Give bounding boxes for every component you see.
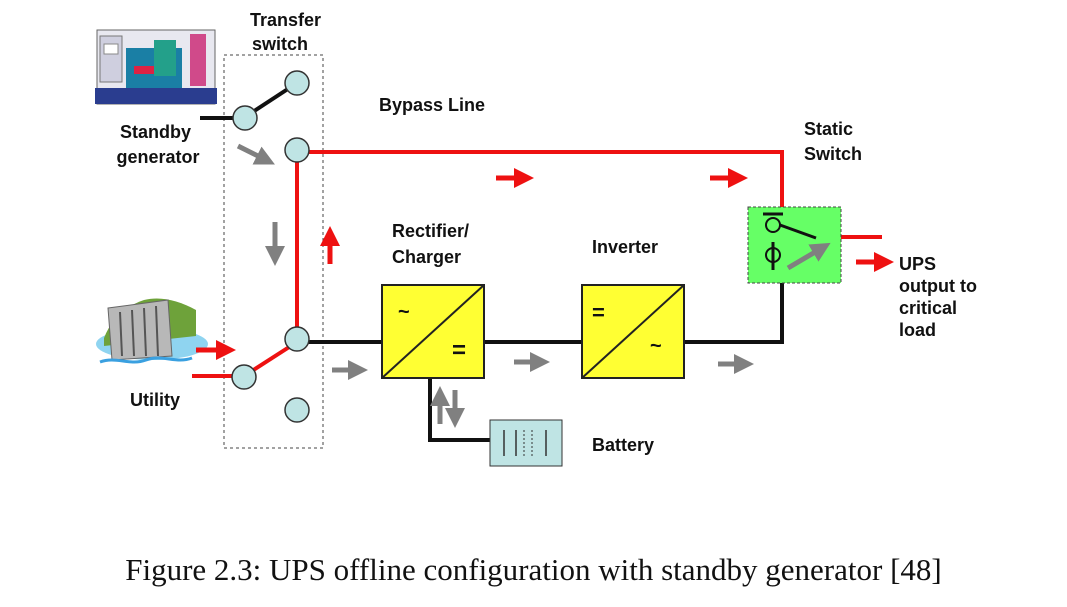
- wiring: [200, 81, 784, 442]
- ups-output-label: UPS output to critical load: [899, 254, 982, 340]
- contact-utility: [231, 364, 257, 390]
- rectifier-ac-symbol: ~: [398, 301, 410, 323]
- arrow-generator-to-bypass: [236, 143, 275, 165]
- rectifier-block: ~ =: [381, 284, 485, 379]
- transfer-switch-label: Transfer switch: [250, 10, 326, 54]
- transfer-switch-box: [223, 54, 324, 449]
- contact-top: [284, 70, 310, 96]
- rectifier-charger-label: Rectifier/ Charger: [392, 221, 474, 267]
- static-switch: [747, 206, 842, 284]
- contact-bottom: [284, 397, 310, 423]
- battery-icon: [489, 419, 563, 467]
- inverter-label: Inverter: [592, 237, 658, 257]
- figure-caption: Figure 2.3: UPS offline configuration wi…: [125, 552, 942, 587]
- transfer-switch-contacts: [231, 70, 310, 423]
- flow-arrows: [196, 143, 894, 428]
- standby-generator-label: Standby generator: [116, 122, 199, 167]
- utility-label: Utility: [130, 390, 180, 410]
- inverter-ac-symbol: ~: [650, 335, 662, 357]
- inverter-block: = ~: [581, 284, 685, 379]
- static-switch-label: Static Switch: [804, 119, 862, 164]
- bypass-line-label: Bypass Line: [379, 95, 485, 115]
- generator-icon: [95, 29, 217, 105]
- contact-common: [284, 326, 310, 352]
- inverter-dc-symbol: =: [592, 300, 605, 325]
- contact-bypass: [284, 137, 310, 163]
- battery-label: Battery: [592, 435, 654, 455]
- contact-generator: [232, 105, 258, 131]
- utility-dam-icon: [96, 298, 208, 364]
- rectifier-dc-symbol: =: [452, 337, 466, 364]
